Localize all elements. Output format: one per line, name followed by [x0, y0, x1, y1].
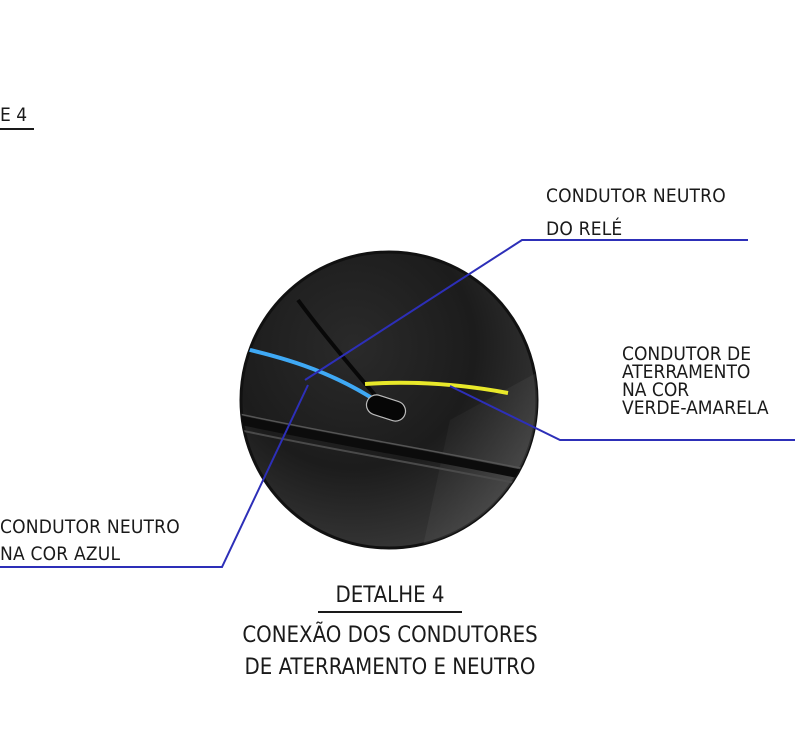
caption-line1: CONEXÃO DOS CONDUTORES: [242, 623, 538, 648]
callout-ground-line3: NA COR: [622, 379, 690, 401]
caption-line2: DE ATERRAMENTO E NEUTRO: [244, 655, 536, 680]
leader-neutral-blue: [0, 384, 309, 568]
leader-neutral-relay: [304, 239, 748, 381]
callout-neutral-blue-line1: CONDUTOR NEUTRO: [0, 516, 180, 538]
callout-ground-line1: CONDUTOR DE: [622, 343, 752, 365]
callout-ground-line2: ATERRAMENTO: [622, 361, 751, 383]
callout-ground-line4: VERDE-AMARELA: [622, 397, 769, 419]
callout-neutral-relay-line2: DO RELÉ: [546, 218, 623, 240]
callout-neutral-blue-line2: NA COR AZUL: [0, 543, 121, 565]
ground-wire: [364, 380, 509, 395]
caption-title: DETALHE 4: [335, 583, 445, 608]
leader-ground: [449, 385, 795, 441]
splice-connector: [365, 394, 407, 422]
cable-bundle: [241, 413, 537, 487]
detail-reference-fragment: E 4: [0, 104, 28, 126]
callout-neutral-relay-line1: CONDUTOR NEUTRO: [546, 185, 726, 207]
